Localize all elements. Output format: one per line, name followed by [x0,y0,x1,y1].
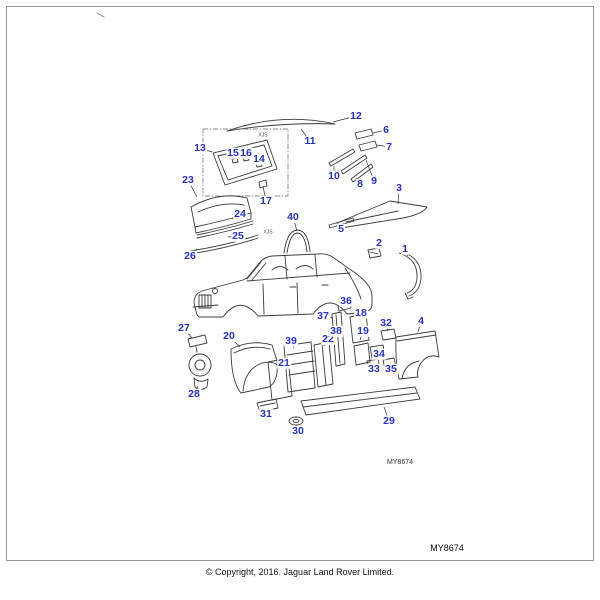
part-callout-31[interactable]: 31 [259,407,273,420]
model-annotation: XJS [263,229,273,236]
part-callout-11[interactable]: 11 [303,134,317,147]
body-shell-drawing [192,253,373,318]
part-callout-1[interactable]: 1 [401,242,409,255]
part-callout-21[interactable]: 21 [277,356,291,369]
model-annotation: XJS [258,132,268,139]
part-callout-26[interactable]: 26 [183,249,197,262]
roof-panel-drawing [226,118,336,132]
part-callout-7[interactable]: 7 [385,140,393,153]
part-callout-12[interactable]: 12 [349,109,363,122]
diagram-code: MY8674 [430,543,464,553]
part-callout-20[interactable]: 20 [222,329,236,342]
part-callout-14[interactable]: 14 [252,152,266,165]
diagram-border [6,6,594,561]
part-callout-17[interactable]: 17 [259,194,273,207]
part-callout-40[interactable]: 40 [286,210,300,223]
part-callout-5[interactable]: 5 [337,222,345,235]
part-callout-22[interactable]: 22 [321,332,335,345]
part-callout-39[interactable]: 39 [284,334,298,347]
part-callout-2[interactable]: 2 [375,236,383,249]
part-callout-38[interactable]: 38 [329,324,343,337]
part-callout-28[interactable]: 28 [187,387,201,400]
part-callout-9[interactable]: 9 [370,174,378,187]
copyright-text: © Copyright, 2016. Jaguar Land Rover Lim… [205,567,395,577]
inner-wing-drawing [230,342,278,394]
part-callout-4[interactable]: 4 [417,314,425,327]
part-callout-18[interactable]: 18 [354,306,368,319]
part-callout-36[interactable]: 36 [339,294,353,307]
rear-quarter-drawing [395,330,440,380]
small-brackets-top-drawing [328,128,378,183]
scan-artifact-mark [96,12,105,18]
part-callout-10[interactable]: 10 [327,169,341,182]
part-callout-25[interactable]: 25 [231,229,245,242]
part-callout-29[interactable]: 29 [382,414,396,427]
part-callout-34[interactable]: 34 [372,347,386,360]
horn-bracket-drawing [187,334,212,390]
part-callout-33[interactable]: 33 [367,362,381,375]
part-callout-13[interactable]: 13 [193,141,207,154]
part-callout-30[interactable]: 30 [291,424,305,437]
part-callout-8[interactable]: 8 [356,177,364,190]
part-callout-35[interactable]: 35 [384,362,398,375]
part-callout-24[interactable]: 24 [233,207,247,220]
part-callout-15[interactable]: 15 [226,146,240,159]
part-callout-6[interactable]: 6 [382,123,390,136]
part-callout-27[interactable]: 27 [177,321,191,334]
part-callout-3[interactable]: 3 [395,181,403,194]
diagram-code-inline: MY8674 [386,459,414,466]
hardtop-drawing [189,195,259,255]
part-callout-23[interactable]: 23 [181,173,195,186]
part-callout-32[interactable]: 32 [379,316,393,329]
sail-panel-drawing [328,200,428,300]
part-callout-19[interactable]: 19 [356,324,370,337]
part-callout-37[interactable]: 37 [316,309,330,322]
part-callout-16[interactable]: 16 [239,146,253,159]
